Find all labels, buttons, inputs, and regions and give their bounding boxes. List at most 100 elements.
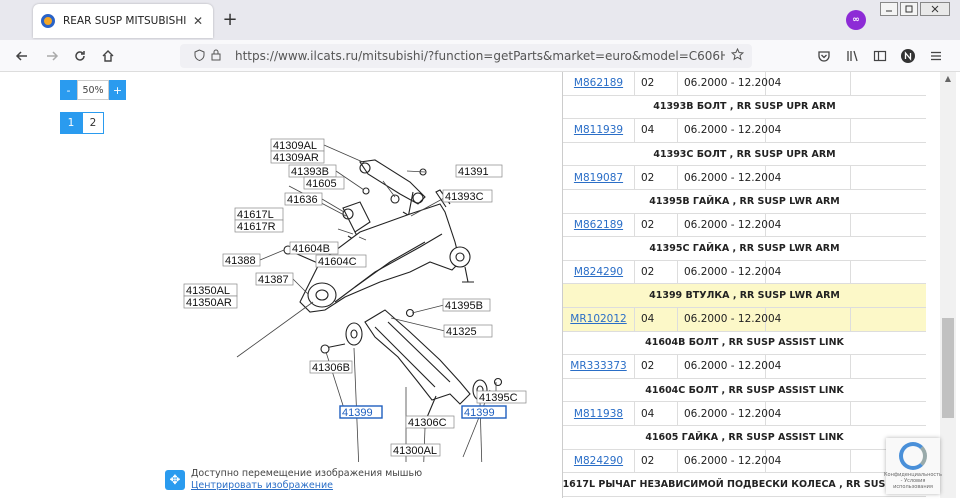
part-quantity: 04 [635,307,678,331]
part-number-link[interactable]: M862189 [563,72,635,95]
part-quantity: 02 [635,260,678,284]
close-window-icon[interactable] [920,2,950,16]
label-41387[interactable]: 41387 [258,274,289,286]
part-date-range: 06.2000 - 12.2004 [678,213,781,237]
lock-icon[interactable] [211,49,221,64]
page-scrollbar[interactable]: ▲ [940,72,956,498]
recaptcha-text: Конфиденциальность - Условия использован… [884,472,943,490]
label-41395b[interactable]: 41395B [445,300,483,312]
center-image-link[interactable]: Центрировать изображение [191,480,333,491]
empty-cell [851,261,926,284]
part-description: 41393B БОЛТ , RR SUSP UPR ARM [653,101,836,113]
close-tab-icon[interactable]: ✕ [192,14,204,28]
part-number-link[interactable]: M862189 [563,213,635,237]
label-41604c[interactable]: 41604C [318,256,357,268]
part-description-row: 41393C БОЛТ , RR SUSP UPR ARM [563,143,926,167]
account-avatar-icon[interactable] [898,46,918,66]
part-description: 41604B БОЛТ , RR SUSP ASSIST LINK [645,337,844,349]
empty-cell [766,402,851,425]
label-41300al[interactable]: 41300AL [393,445,437,457]
zoom-in-button[interactable]: + [109,80,126,100]
label-41617r[interactable]: 41617R [237,221,276,233]
scroll-up-icon[interactable]: ▲ [944,74,952,83]
part-description-row: 41604C БОЛТ , RR SUSP ASSIST LINK [563,379,926,403]
part-quantity: 02 [635,449,678,473]
part-description-row: 41605 ГАЙКА , RR SUSP ASSIST LINK [563,426,926,450]
hamburger-menu-icon[interactable] [926,46,946,66]
label-41350al[interactable]: 41350AL [186,285,230,297]
label-41399-right[interactable]: 41399 [464,407,495,419]
recaptcha-icon [899,442,927,470]
part-number-link[interactable]: M819087 [563,166,635,189]
label-41605[interactable]: 41605 [306,178,337,190]
parts-diagram[interactable]: 41309AL 41309AR 41393B 41391 41605 41393… [160,132,550,500]
part-number-link[interactable]: MR333373 [563,355,635,378]
part-date-range: 06.2000 - 12.2004 [678,119,781,142]
label-41391[interactable]: 41391 [458,166,489,178]
part-description-row: 41617L РЫЧАГ НЕЗАВИСИМОЙ ПОДВЕСКИ КОЛЕСА… [563,473,926,497]
new-tab-button[interactable]: + [222,9,238,30]
part-number-link[interactable]: M811939 [563,119,635,142]
empty-cell [766,307,851,331]
shield-icon[interactable] [194,48,205,64]
empty-cell [851,72,926,95]
label-41393c[interactable]: 41393C [445,191,484,203]
part-number-link[interactable]: MR102012 [563,307,635,331]
part-quantity: 02 [635,355,678,378]
sidebar-icon[interactable] [870,46,890,66]
part-quantity: 04 [635,119,678,142]
empty-cell [766,355,851,378]
label-41617l[interactable]: 41617L [237,209,274,221]
part-description: 41395B ГАЙКА , RR SUSP LWR ARM [649,195,840,207]
label-41636[interactable]: 41636 [287,194,318,206]
label-41604b[interactable]: 41604B [292,243,330,255]
url-text[interactable]: https://www.ilcats.ru/mitsubishi/?functi… [235,49,725,63]
label-41388[interactable]: 41388 [225,255,256,267]
empty-cell [766,72,851,95]
label-41393b[interactable]: 41393B [291,166,329,178]
part-number-link[interactable]: M811938 [563,402,635,425]
page-1-button[interactable]: 1 [60,112,82,134]
library-icon[interactable] [842,46,862,66]
tab-bar: REAR SUSP MITSUBISHI SPACE ✕ + ∞ [0,0,960,40]
bookmark-star-icon[interactable] [730,47,745,64]
label-41306b[interactable]: 41306B [312,362,350,374]
empty-cell [851,166,926,189]
address-bar[interactable]: https://www.ilcats.ru/mitsubishi/?functi… [180,44,752,68]
browser-tab[interactable]: REAR SUSP MITSUBISHI SPACE ✕ [33,4,213,38]
minimize-window-icon[interactable] [880,2,898,16]
part-date-range: 06.2000 - 12.2004 [678,166,781,189]
label-41309al[interactable]: 41309AL [273,140,317,152]
part-quantity: 04 [635,402,678,425]
forward-arrow-icon[interactable] [42,46,62,66]
empty-cell [851,402,926,425]
page-2-button[interactable]: 2 [82,112,104,134]
label-41350ar[interactable]: 41350AR [186,297,232,309]
part-description: 41617L РЫЧАГ НЕЗАВИСИМОЙ ПОДВЕСКИ КОЛЕСА… [562,478,926,490]
navigation-toolbar: https://www.ilcats.ru/mitsubishi/?functi… [0,40,960,72]
label-41399-left[interactable]: 41399 [342,407,373,419]
maximize-window-icon[interactable] [900,2,918,16]
label-41309ar[interactable]: 41309AR [273,152,319,164]
part-number-link[interactable]: M824290 [563,260,635,284]
part-number-link[interactable]: M824290 [563,449,635,473]
home-icon[interactable] [98,46,118,66]
label-41306c[interactable]: 41306C [408,417,447,429]
zoom-control: - 50% + [60,80,126,100]
label-41325[interactable]: 41325 [446,326,477,338]
label-41395c[interactable]: 41395C [479,392,518,404]
scroll-thumb[interactable] [942,318,954,418]
back-arrow-icon[interactable] [12,46,32,66]
pocket-icon[interactable] [814,46,834,66]
part-date-range: 06.2000 - 12.2004 [678,307,781,331]
part-description-row: 41604B БОЛТ , RR SUSP ASSIST LINK [563,332,926,356]
recaptcha-badge[interactable]: Конфиденциальность - Условия использован… [884,438,943,494]
zoom-out-button[interactable]: - [60,80,77,100]
reload-icon[interactable] [70,46,90,66]
